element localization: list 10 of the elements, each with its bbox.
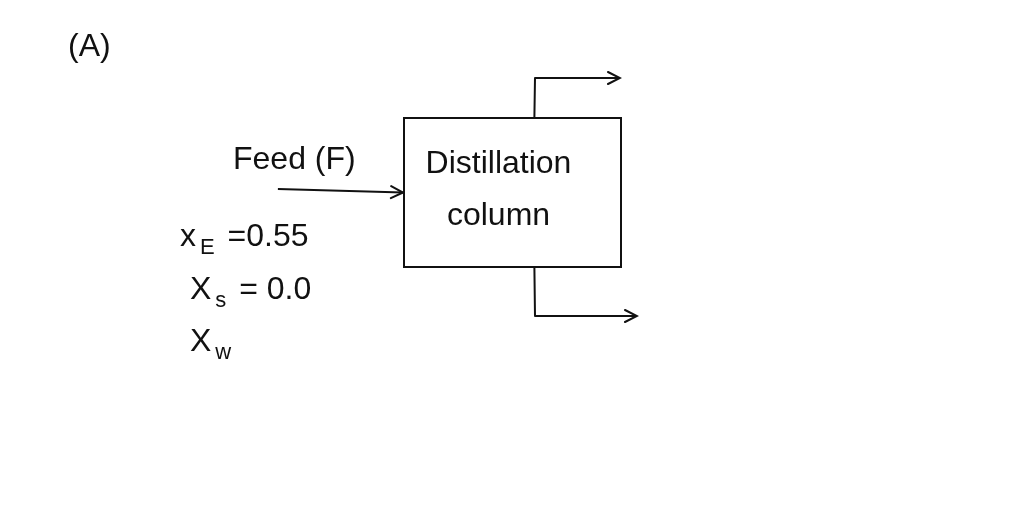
arrow: [533, 267, 638, 323]
arrow: [276, 185, 404, 200]
composition-label: x$_{E}$ =0.55: [180, 216, 309, 254]
process-box: [403, 117, 622, 268]
stream-label: Feed (F): [233, 139, 365, 189]
composition-label: X$_{s}$ = 0.0: [190, 269, 312, 307]
panel-label: (A): [68, 26, 111, 64]
arrow: [533, 71, 621, 118]
composition-label: X$_{w}$: [190, 321, 233, 359]
node-label: Distillation column: [424, 143, 573, 234]
